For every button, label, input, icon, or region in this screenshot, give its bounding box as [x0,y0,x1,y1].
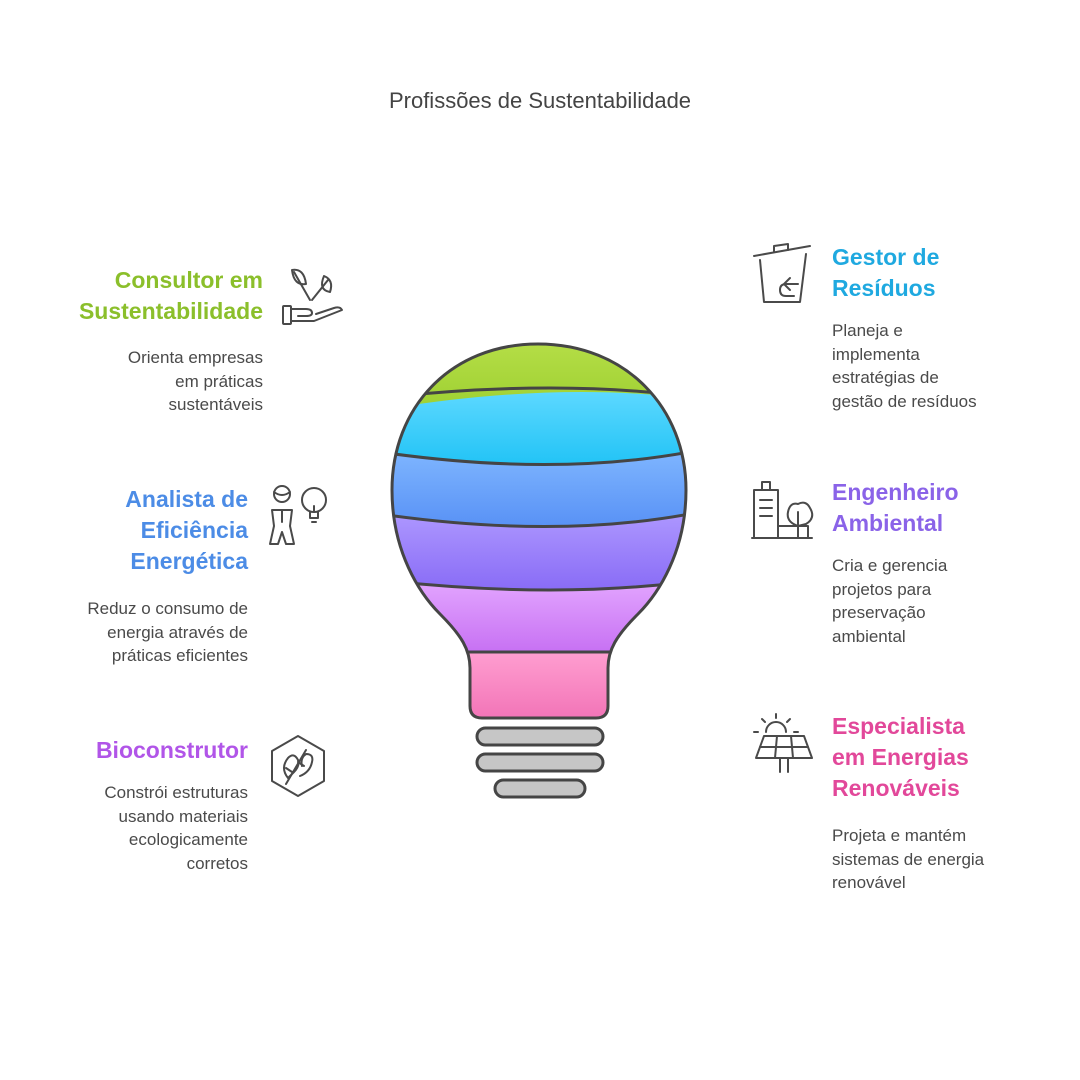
engenheiro-title: Engenheiro Ambiental [832,479,959,536]
person-with-lightbulb-icon [269,485,327,545]
especialista-description: Projeta e mantém sistemas de energia ren… [832,826,985,892]
lightbulb-diagram [390,342,688,799]
bulb-band-purple [392,580,686,660]
gestor-title: Gestor de Resíduos [832,244,940,301]
solar-panel-sun-icon [753,713,813,773]
engenheiro-description: Cria e gerencia projetos para preservaçã… [832,556,948,646]
bulb-band-cyan [392,392,686,470]
bulb-outline [390,342,688,720]
bioconstrutor-description: Constrói estruturas usando materiais eco… [104,783,248,873]
bulb-band-violet [392,512,686,600]
bulb-base-tip [493,778,587,799]
consultor-title: Consultor em Sustentabilidade [78,267,263,324]
bulb-band-blue [392,450,686,530]
gestor-description: Planeja e implementa estratégias de gest… [832,321,977,411]
bulb-base-ring-2 [475,752,605,773]
page-title: Profissões de Sustentabilidade [388,88,692,113]
especialista-title: Especialista em Energias Renováveis [832,713,969,801]
hand-with-plant-icon [282,268,343,325]
bioconstrutor-title: Bioconstrutor [95,737,248,763]
hexagon-leaf-icon [271,735,325,797]
analista-title: Analista de Eficiência Energética [125,486,248,574]
recycle-bin-icon [753,243,811,303]
building-with-tree-icon [751,481,814,539]
bulb-base-ring-1 [475,726,605,747]
consultor-description: Orienta empresas em práticas sustentávei… [127,348,263,414]
analista-description: Reduz o consumo de energia através de pr… [87,599,248,665]
